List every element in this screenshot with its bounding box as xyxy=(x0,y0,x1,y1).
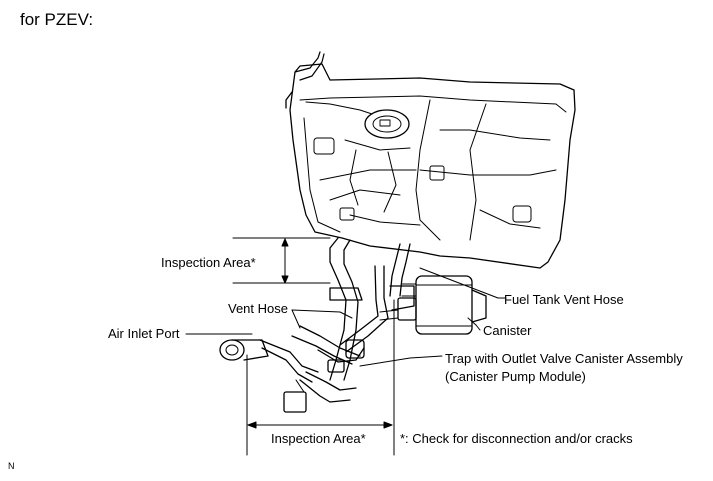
inspection-area-lower-marks xyxy=(246,299,395,456)
inspection-area-upper-label: Inspection Area* xyxy=(161,255,256,270)
fuel-tank xyxy=(285,51,576,269)
fuel-tank-vent-hose-label: Fuel Tank Vent Hose xyxy=(504,292,624,307)
canister-label: Canister xyxy=(483,323,532,338)
inspection-area-upper-marks xyxy=(232,237,331,284)
corner-code: N xyxy=(8,461,15,471)
leader-lines xyxy=(185,267,507,367)
page-header: for PZEV: xyxy=(20,10,94,29)
trap-label-line1: Trap with Outlet Valve Canister Assembly xyxy=(445,351,683,366)
inspection-area-lower-label: Inspection Area* xyxy=(271,431,366,446)
footnote: *: Check for disconnection and/or cracks xyxy=(400,431,633,446)
trap-label-line2: (Canister Pump Module) xyxy=(445,369,586,384)
air-inlet-port-label: Air Inlet Port xyxy=(108,326,180,341)
vent-hose-label: Vent Hose xyxy=(228,301,288,316)
canister xyxy=(379,275,487,335)
